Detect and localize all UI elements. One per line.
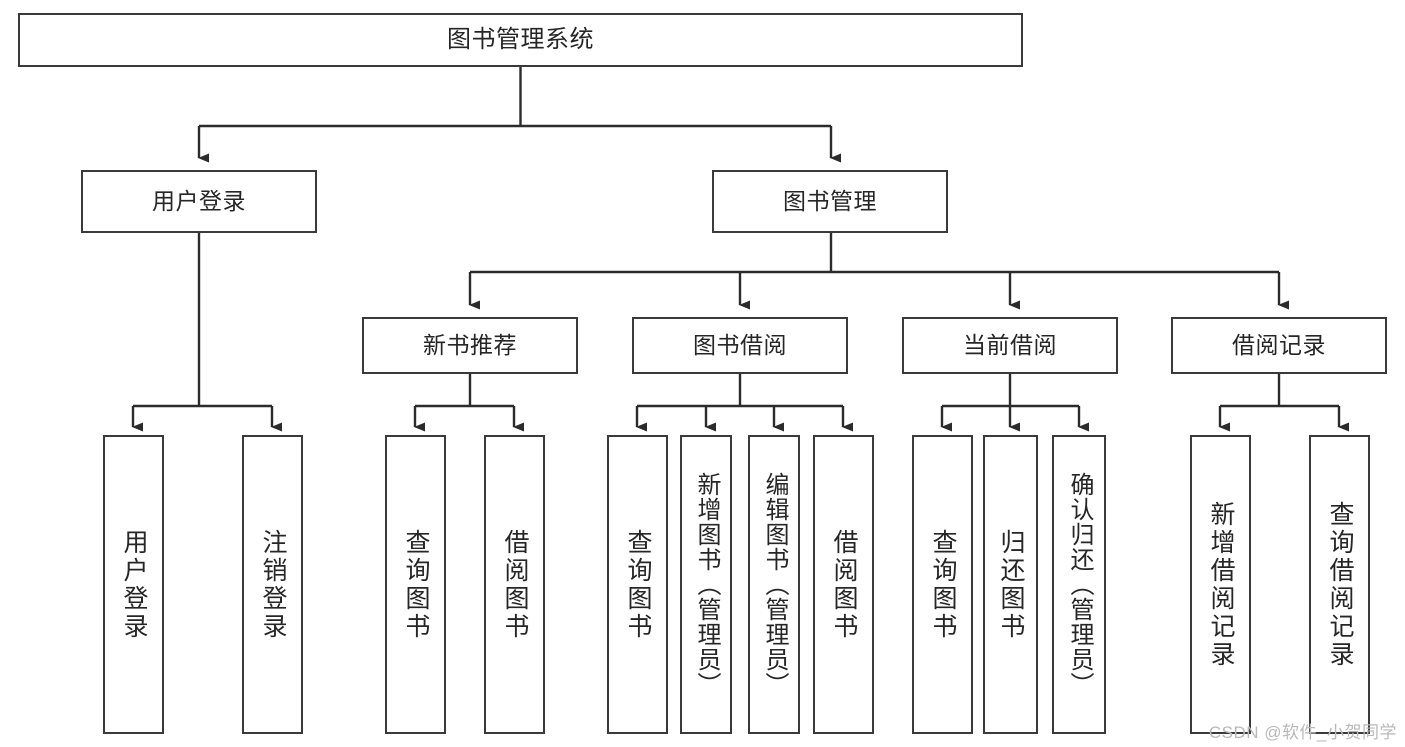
node-leaf-user-login-label: 用户登录 bbox=[120, 528, 148, 641]
node-leaf-query-borrow-record-label: 查询借阅记录 bbox=[1326, 500, 1354, 669]
node-leaf-edit-book[interactable]: 编辑图书（管理员） bbox=[748, 435, 800, 734]
node-book-borrow-label: 图书借阅 bbox=[693, 331, 787, 358]
node-leaf-query-book-recommend-label: 查询图书 bbox=[402, 528, 430, 641]
node-book-borrow[interactable]: 图书借阅 bbox=[632, 317, 848, 374]
node-leaf-query-book-borrow[interactable]: 查询图书 bbox=[607, 435, 668, 734]
csdn-watermark: CSDN @软件_小贺同学 bbox=[1208, 723, 1397, 742]
node-leaf-query-book-borrow-label: 查询图书 bbox=[624, 528, 652, 641]
node-leaf-borrow-book[interactable]: 借阅图书 bbox=[813, 435, 874, 734]
node-leaf-query-book-recommend[interactable]: 查询图书 bbox=[385, 435, 446, 734]
node-leaf-add-book[interactable]: 新增图书（管理员） bbox=[680, 435, 732, 734]
node-current-borrow-label: 当前借阅 bbox=[963, 331, 1057, 358]
node-borrow-record[interactable]: 借阅记录 bbox=[1171, 317, 1387, 374]
node-leaf-borrow-book-recommend[interactable]: 借阅图书 bbox=[484, 435, 545, 734]
node-book-management[interactable]: 图书管理 bbox=[712, 170, 948, 233]
node-leaf-user-login[interactable]: 用户登录 bbox=[103, 435, 164, 734]
node-root-system[interactable]: 图书管理系统 bbox=[18, 13, 1023, 67]
node-root-system-label: 图书管理系统 bbox=[447, 25, 594, 53]
node-leaf-add-borrow-record-label: 新增借阅记录 bbox=[1207, 500, 1235, 669]
node-leaf-add-book-label: 新增图书（管理员） bbox=[693, 472, 720, 697]
node-leaf-borrow-book-recommend-label: 借阅图书 bbox=[501, 528, 529, 641]
node-new-book-recommend-label: 新书推荐 bbox=[423, 331, 517, 358]
node-book-management-label: 图书管理 bbox=[783, 187, 877, 214]
node-leaf-query-book-current[interactable]: 查询图书 bbox=[912, 435, 973, 734]
node-leaf-query-book-current-label: 查询图书 bbox=[929, 528, 957, 641]
node-leaf-return-book-label: 归还图书 bbox=[997, 528, 1025, 641]
node-new-book-recommend[interactable]: 新书推荐 bbox=[362, 317, 578, 374]
node-user-login[interactable]: 用户登录 bbox=[81, 170, 317, 233]
node-leaf-confirm-return-label: 确认归还（管理员） bbox=[1066, 472, 1093, 697]
node-leaf-add-borrow-record[interactable]: 新增借阅记录 bbox=[1190, 435, 1251, 734]
node-leaf-edit-book-label: 编辑图书（管理员） bbox=[761, 472, 788, 697]
node-leaf-return-book[interactable]: 归还图书 bbox=[983, 435, 1038, 734]
node-borrow-record-label: 借阅记录 bbox=[1232, 331, 1326, 358]
node-leaf-query-borrow-record[interactable]: 查询借阅记录 bbox=[1309, 435, 1370, 734]
node-leaf-logout[interactable]: 注销登录 bbox=[242, 435, 303, 734]
node-current-borrow[interactable]: 当前借阅 bbox=[902, 317, 1118, 374]
node-leaf-logout-label: 注销登录 bbox=[259, 528, 287, 641]
node-leaf-confirm-return[interactable]: 确认归还（管理员） bbox=[1052, 435, 1106, 734]
node-leaf-borrow-book-label: 借阅图书 bbox=[830, 528, 858, 641]
node-user-login-label: 用户登录 bbox=[152, 187, 246, 214]
